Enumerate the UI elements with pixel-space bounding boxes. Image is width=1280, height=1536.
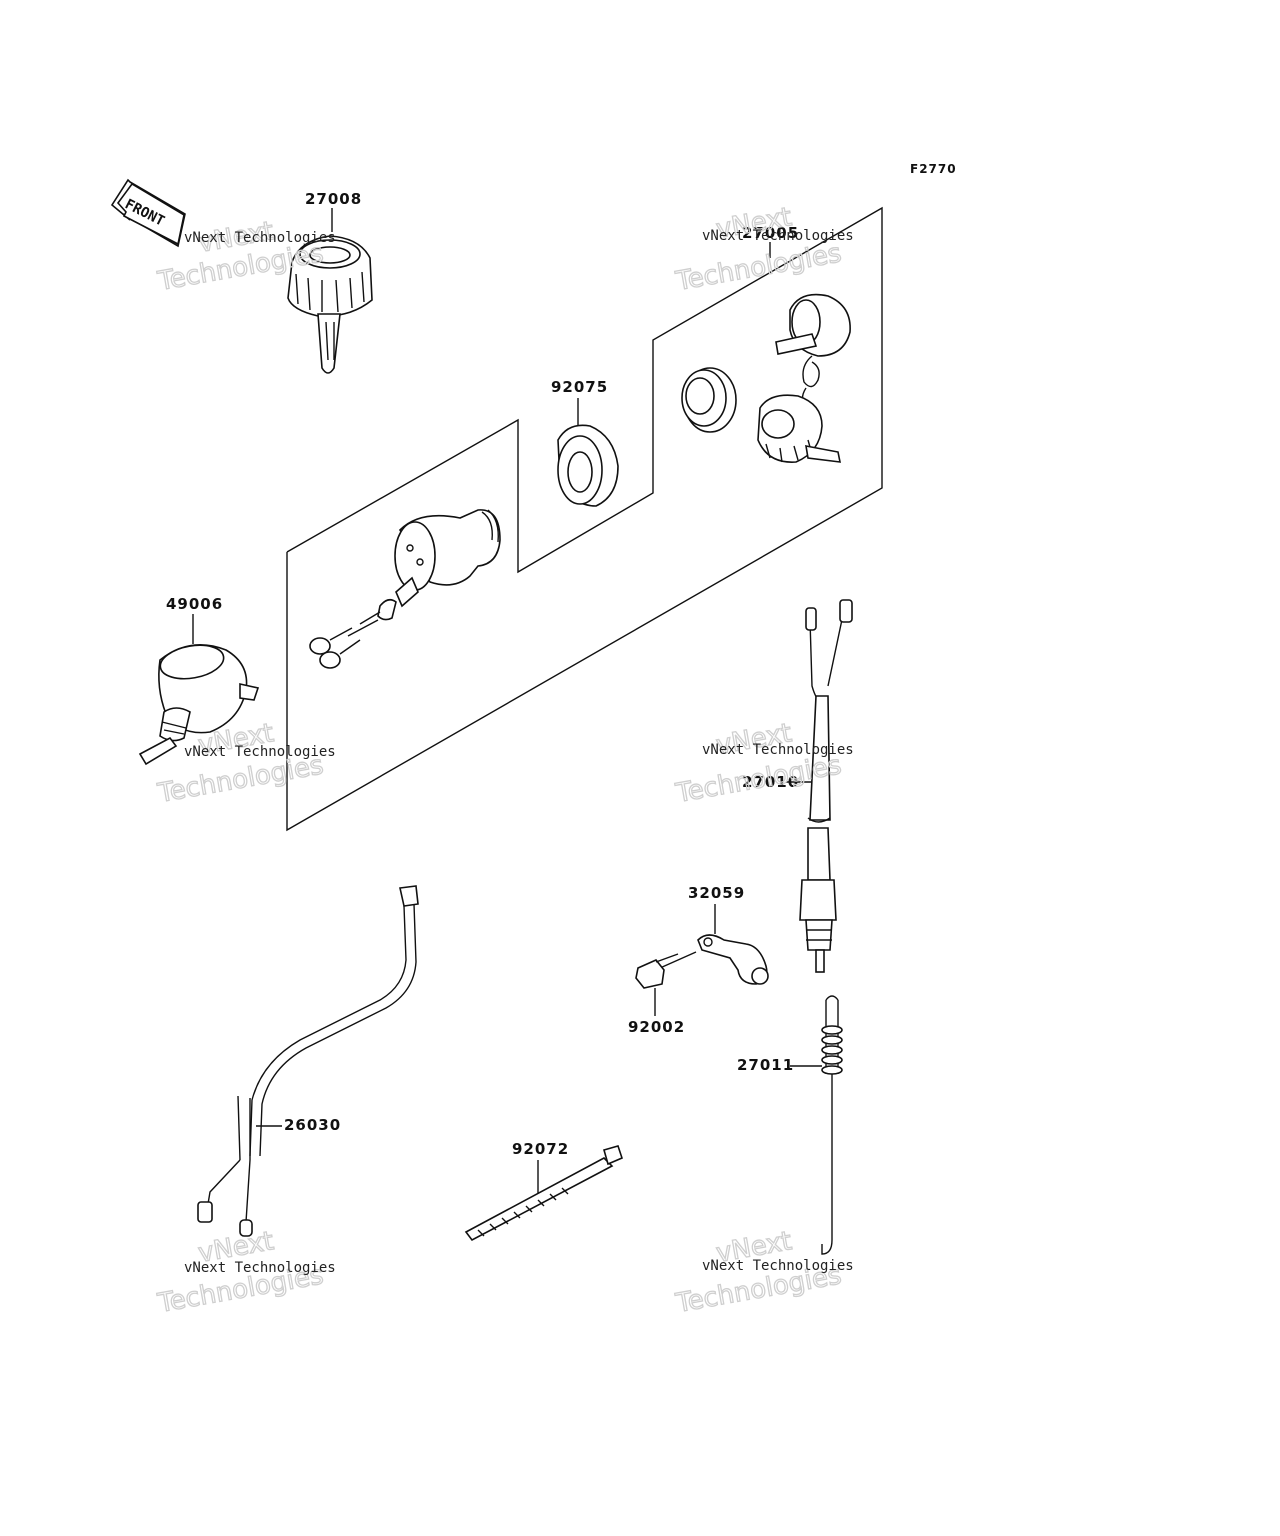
svg-text:vNext Technologies: vNext Technologies — [184, 744, 336, 760]
harness-26030 — [197, 885, 419, 1237]
watermark-bottom-left: vNext Technologies vNext Technologies — [154, 1226, 336, 1320]
part-label-27010: 27010 — [742, 773, 799, 791]
cap-49006 — [138, 644, 260, 766]
assembly-outline — [286, 206, 883, 832]
svg-text:vNext Technologies: vNext Technologies — [702, 1258, 854, 1274]
part-label-27005: 27005 — [742, 224, 799, 242]
svg-text:Technologies: Technologies — [673, 238, 844, 297]
part-label-27011: 27011 — [737, 1056, 794, 1074]
bolt-92002 — [635, 951, 697, 1016]
watermark-bottom-right: vNext Technologies vNext Technologies — [672, 1226, 854, 1320]
key-27008 — [287, 208, 373, 374]
watermark-top-right: vNext Technologies vNext Technologies — [672, 202, 854, 298]
svg-text:vNext Technologies: vNext Technologies — [702, 742, 854, 758]
svg-text:vNext Technologies: vNext Technologies — [184, 1260, 336, 1276]
bracket-32059 — [697, 934, 769, 985]
switch-27010 — [799, 599, 853, 973]
spring-27011 — [821, 995, 843, 1255]
part-label-49006: 49006 — [166, 595, 223, 613]
part-label-32059: 32059 — [688, 884, 745, 902]
spacer-92075 — [557, 424, 619, 507]
front-arrow-icon: FRONT — [110, 178, 186, 248]
cable-tie-92072 — [464, 1145, 623, 1242]
part-label-92072: 92072 — [512, 1140, 569, 1158]
part-label-92075: 92075 — [551, 378, 608, 396]
svg-text:vNext Technologies: vNext Technologies — [702, 228, 854, 244]
grommet — [681, 367, 737, 433]
key-set-27005 — [757, 293, 851, 463]
ignition-switch — [309, 509, 501, 669]
part-label-27008: 27008 — [305, 190, 362, 208]
figure-code: F2770 — [910, 162, 957, 176]
part-label-92002: 92002 — [628, 1018, 685, 1036]
svg-text:vNext Technologies: vNext Technologies — [184, 230, 336, 246]
part-label-26030: 26030 — [284, 1116, 341, 1134]
